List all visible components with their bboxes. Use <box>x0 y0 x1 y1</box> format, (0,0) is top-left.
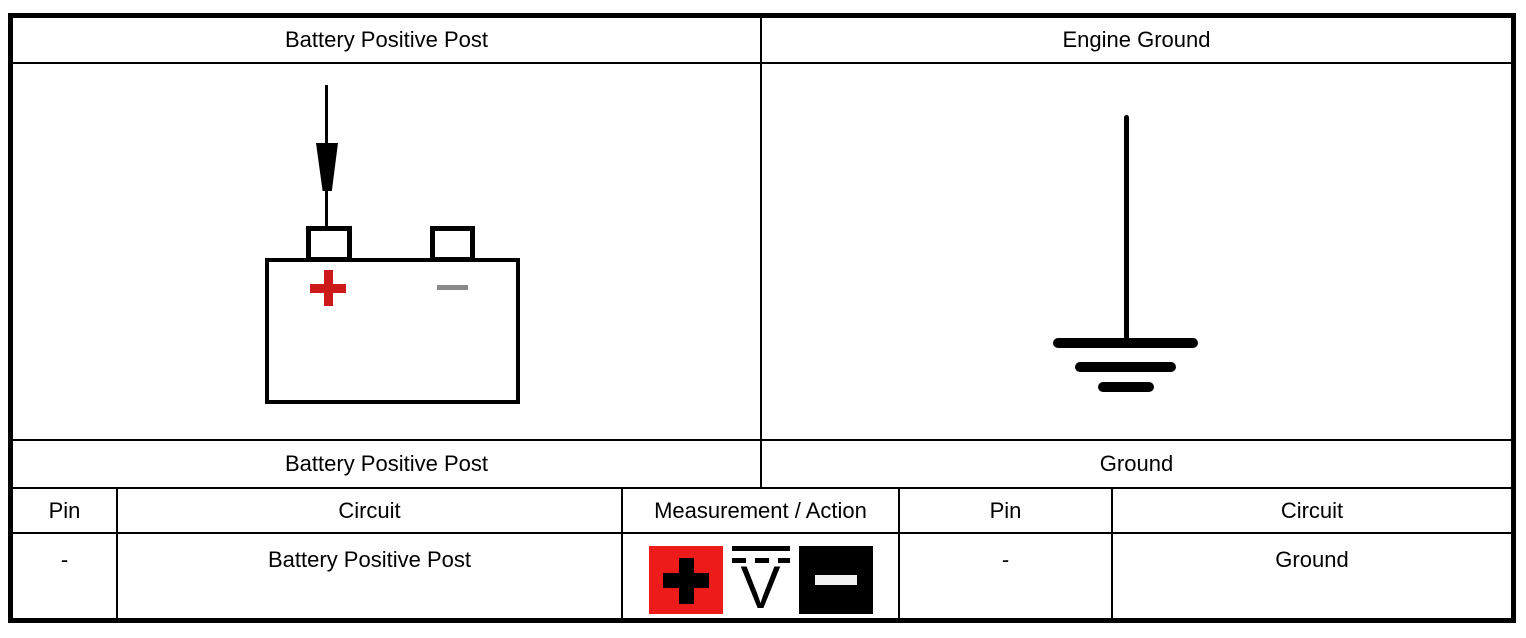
positive-probe-icon <box>648 546 723 614</box>
cell-measurement-action: V <box>623 534 900 618</box>
cell-pin-left: - <box>13 534 118 618</box>
dc-voltage-icon: V <box>731 546 790 621</box>
dc-dashed-line <box>731 558 790 563</box>
right-panel-caption: Ground <box>1099 451 1174 476</box>
caption-row: Battery Positive Post Ground <box>13 441 1511 489</box>
negative-probe-icon <box>798 546 873 614</box>
ground-wire <box>1124 115 1129 343</box>
title-row: Battery Positive Post Engine Ground <box>13 18 1511 64</box>
table-header-row: Pin Circuit Measurement / Action Pin Cir… <box>13 489 1511 534</box>
left-panel-caption: Battery Positive Post <box>13 441 762 487</box>
header-pin-right: Pin <box>900 489 1113 532</box>
battery-positive-terminal <box>306 226 352 262</box>
probe-wire-upper <box>325 85 328 145</box>
volts-letter: V <box>740 554 781 621</box>
ground-bar-bottom <box>1098 382 1154 392</box>
battery-plus-icon <box>310 270 346 306</box>
ground-bar-top <box>1053 338 1198 348</box>
test-probe-icon <box>316 143 338 191</box>
ground-bar-middle <box>1075 362 1176 372</box>
cell-circuit-right: Ground <box>1275 547 1349 572</box>
battery-diagram <box>13 64 762 439</box>
dc-solid-line <box>731 546 790 551</box>
cell-pin-right: - <box>900 534 1113 618</box>
header-circuit-left: Circuit <box>118 489 623 532</box>
right-panel-title: Engine Ground <box>1062 27 1211 52</box>
table-data-row: - Battery Positive Post V - Ground <box>13 534 1511 618</box>
header-pin-left: Pin <box>13 489 118 532</box>
battery-body <box>265 258 520 404</box>
probe-wire-lower <box>325 189 328 229</box>
battery-minus-icon <box>437 285 468 290</box>
diagram-row <box>13 64 1511 441</box>
connector-test-table: Battery Positive Post Engine Ground Batt… <box>8 13 1516 623</box>
cell-circuit-left: Battery Positive Post <box>118 534 623 618</box>
header-measurement-action: Measurement / Action <box>623 489 900 532</box>
battery-negative-terminal <box>430 226 475 262</box>
header-circuit-right: Circuit <box>1280 497 1344 523</box>
left-panel-title: Battery Positive Post <box>13 18 762 62</box>
ground-symbol-diagram <box>762 64 1511 439</box>
